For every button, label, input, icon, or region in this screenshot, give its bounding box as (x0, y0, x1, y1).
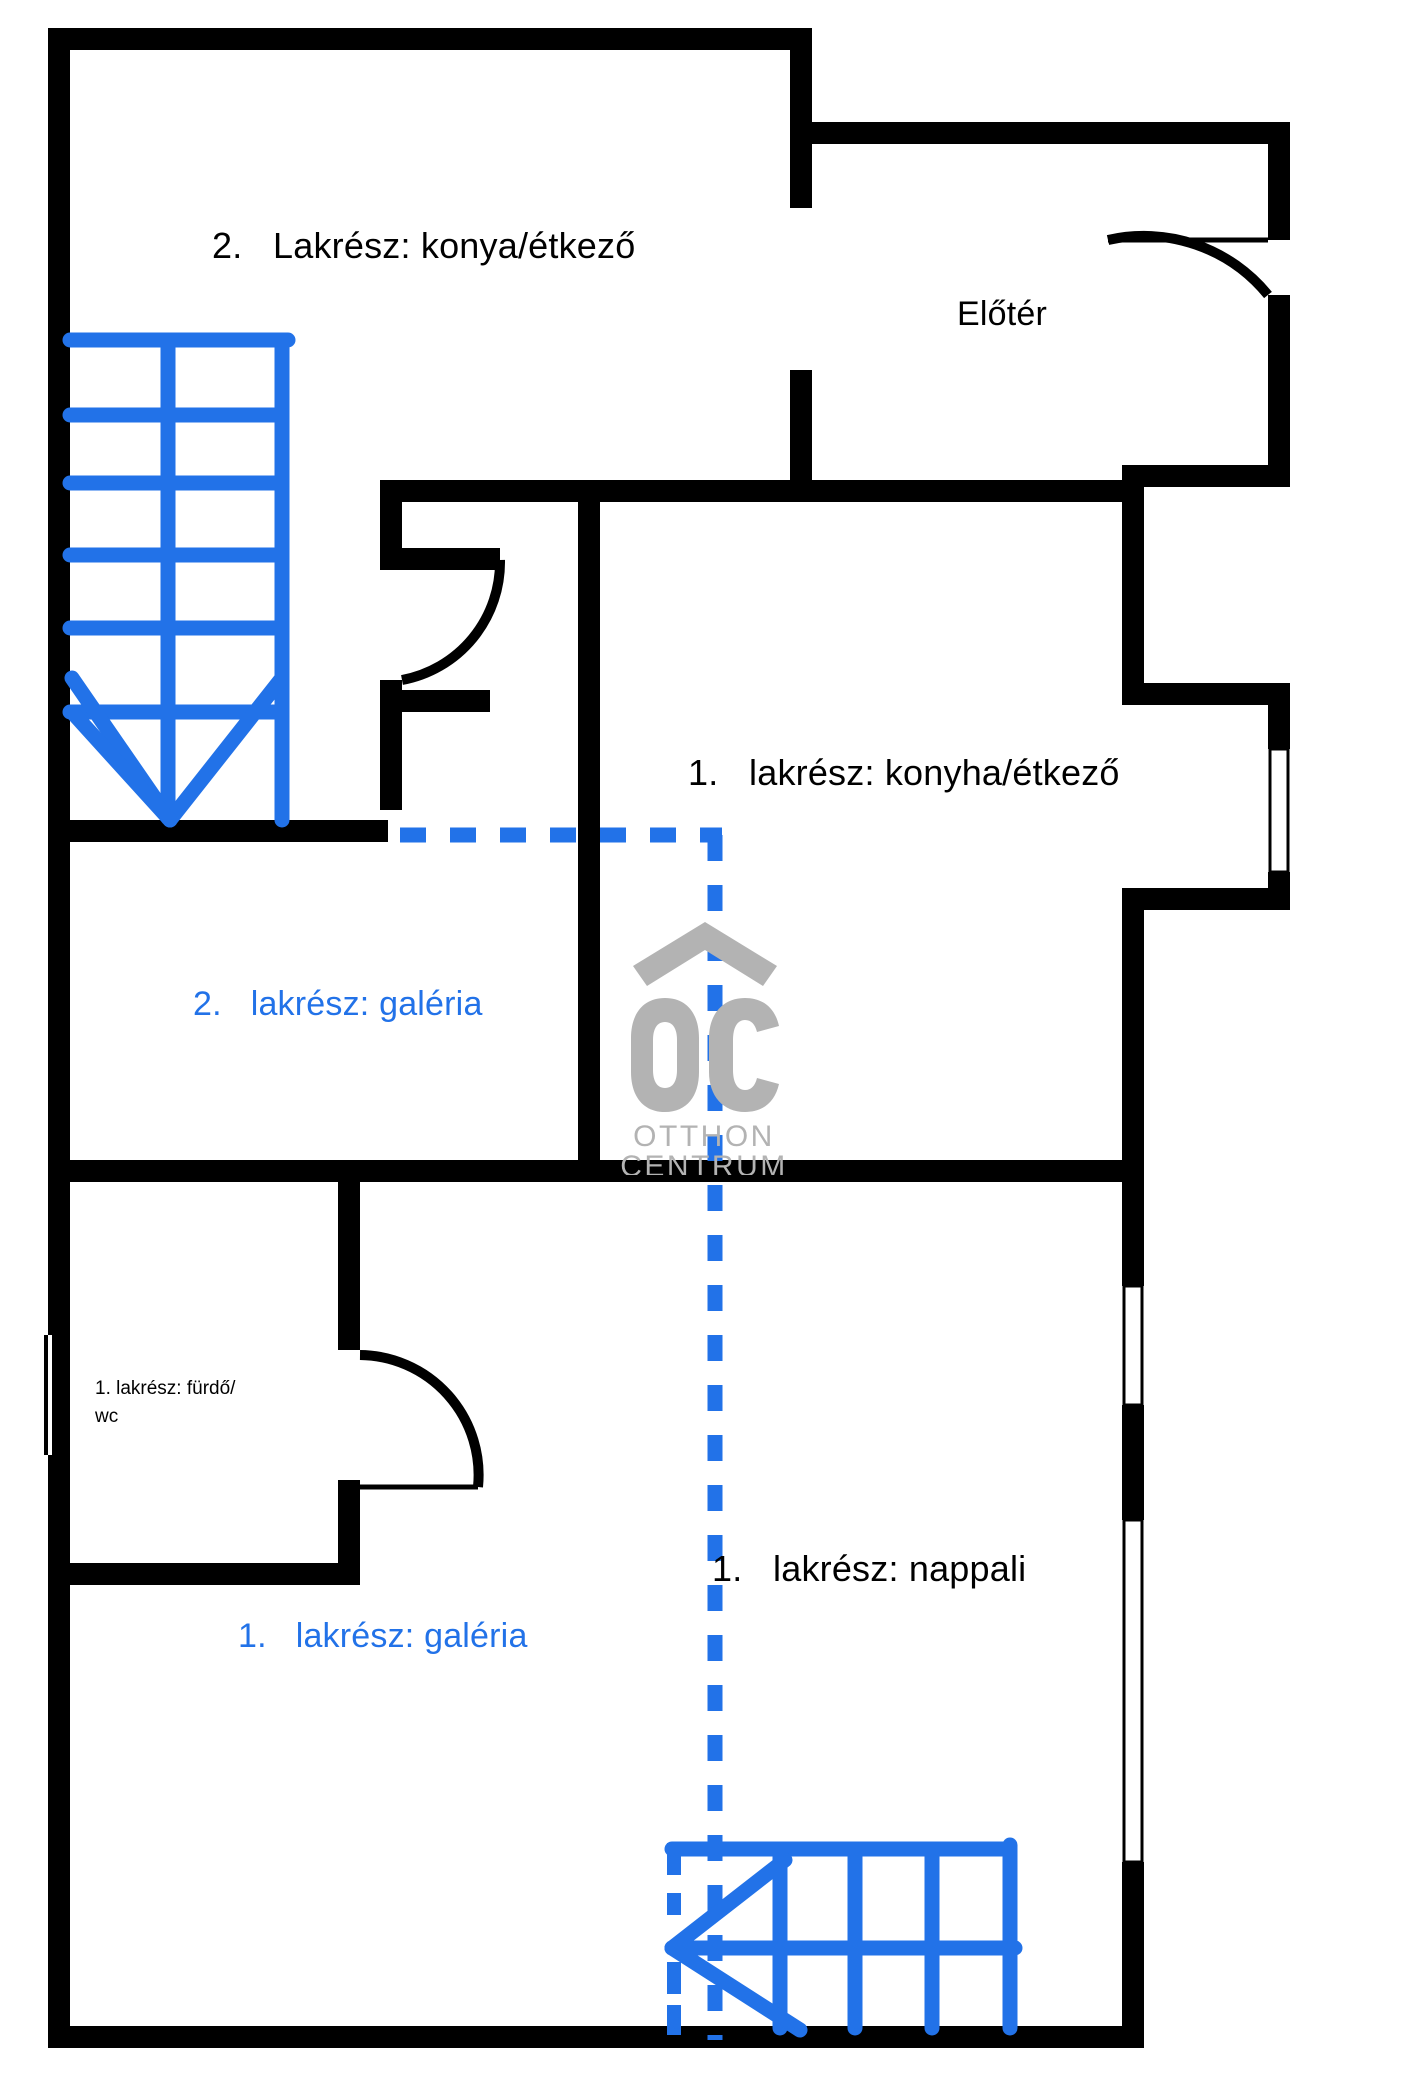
room-label-gallery-1: 1. lakrész: galéria (238, 1617, 528, 1655)
wall-outer-bottom (48, 2026, 1144, 2048)
wall-top-jog-vertical (790, 28, 812, 208)
door-group (359, 231, 1272, 1490)
wall-niche-bottom-horizontal (380, 690, 490, 712)
room-label-kitchen-dining-1: 1. lakrész: konyha/étkező (688, 752, 1120, 793)
stair2-stub-4 (667, 2005, 681, 2035)
wall-interior-horizontal-mid (380, 480, 1122, 502)
staircase-lower-right (664, 1837, 1023, 2038)
staircase-upper-left (62, 332, 296, 828)
wall-bathroom-right-lower (338, 1480, 360, 1575)
staircase-lower-right-stub-marks (667, 1843, 681, 2035)
wall-right-entry-lower (1268, 295, 1290, 475)
wall-niche-stub-vertical (380, 680, 402, 810)
wall-interior-vertical-gallery (578, 480, 600, 1160)
door-arc-hall (401, 559, 506, 685)
wall-kitchen-right-vertical (1122, 465, 1144, 705)
wall-gallery-bottom (48, 1160, 1144, 1182)
room-label-gallery-2: 2. lakrész: galéria (193, 985, 483, 1023)
wall-outer-top-left (48, 28, 808, 50)
wall-right-upper-stub (1268, 122, 1290, 240)
stair2-stub-3 (667, 1962, 681, 1994)
wall-group (44, 28, 1290, 2048)
wall-top-right-horizontal (790, 122, 1290, 144)
stair2-stub-2 (667, 1893, 681, 1915)
stair2-stub-1 (667, 1843, 681, 1875)
wall-interior-vertical-left-niche (380, 480, 402, 570)
stair-arrow-right-leg (162, 670, 290, 828)
room-label-bathroom-wc-1: 1. lakrész: fürdő/ wc (95, 1375, 235, 1431)
wall-right-lower-b (1122, 1405, 1144, 1520)
wall-right-lower-a (1122, 1176, 1144, 1286)
window-right-upper (1268, 747, 1290, 874)
stair-arrow-head-left (64, 704, 178, 828)
wall-niche-stub-horizontal (380, 548, 500, 570)
wall-kitchen-bottom-jog (1122, 888, 1290, 910)
window-group (1122, 747, 1290, 1864)
stair2-arrow-shaft-upper (664, 1852, 793, 1956)
room-label-bathroom-wc-1-line2: wc (95, 1406, 119, 1427)
wall-left-window-pane (44, 1335, 48, 1455)
door-swing-entry (1106, 231, 1272, 299)
wall-hall-jog-horizontal (1122, 465, 1290, 487)
wall-right-lower-c (1122, 1862, 1144, 2048)
room-label-bathroom-wc-1-line1: 1. lakrész: fürdő/ (95, 1378, 236, 1399)
room-label-entry-hall: Előtér (957, 295, 1048, 333)
wall-gallery-right-vertical (1122, 888, 1144, 1188)
wall-bathroom-right (338, 1160, 360, 1350)
wall-kitchen-right-jog (1122, 683, 1290, 705)
wall-outer-left (48, 28, 70, 2048)
wall-under-stairs (48, 820, 388, 842)
window-right-lower (1122, 1518, 1144, 1864)
window-right-middle (1122, 1284, 1144, 1407)
stair2-arrow-shaft-lower (664, 1940, 808, 2038)
room-label-living-room-1: 1. lakrész: nappali (712, 1548, 1027, 1589)
wall-bathroom-bottom (48, 1563, 360, 1585)
room-label-kitchen-dining-2: 2. Lakrész: konya/étkező (212, 225, 636, 266)
wall-interior-vertical-mid-upper (790, 370, 812, 480)
wall-right-window-upper-top (1268, 683, 1290, 749)
door-arc-bathroom (359, 1350, 484, 1488)
